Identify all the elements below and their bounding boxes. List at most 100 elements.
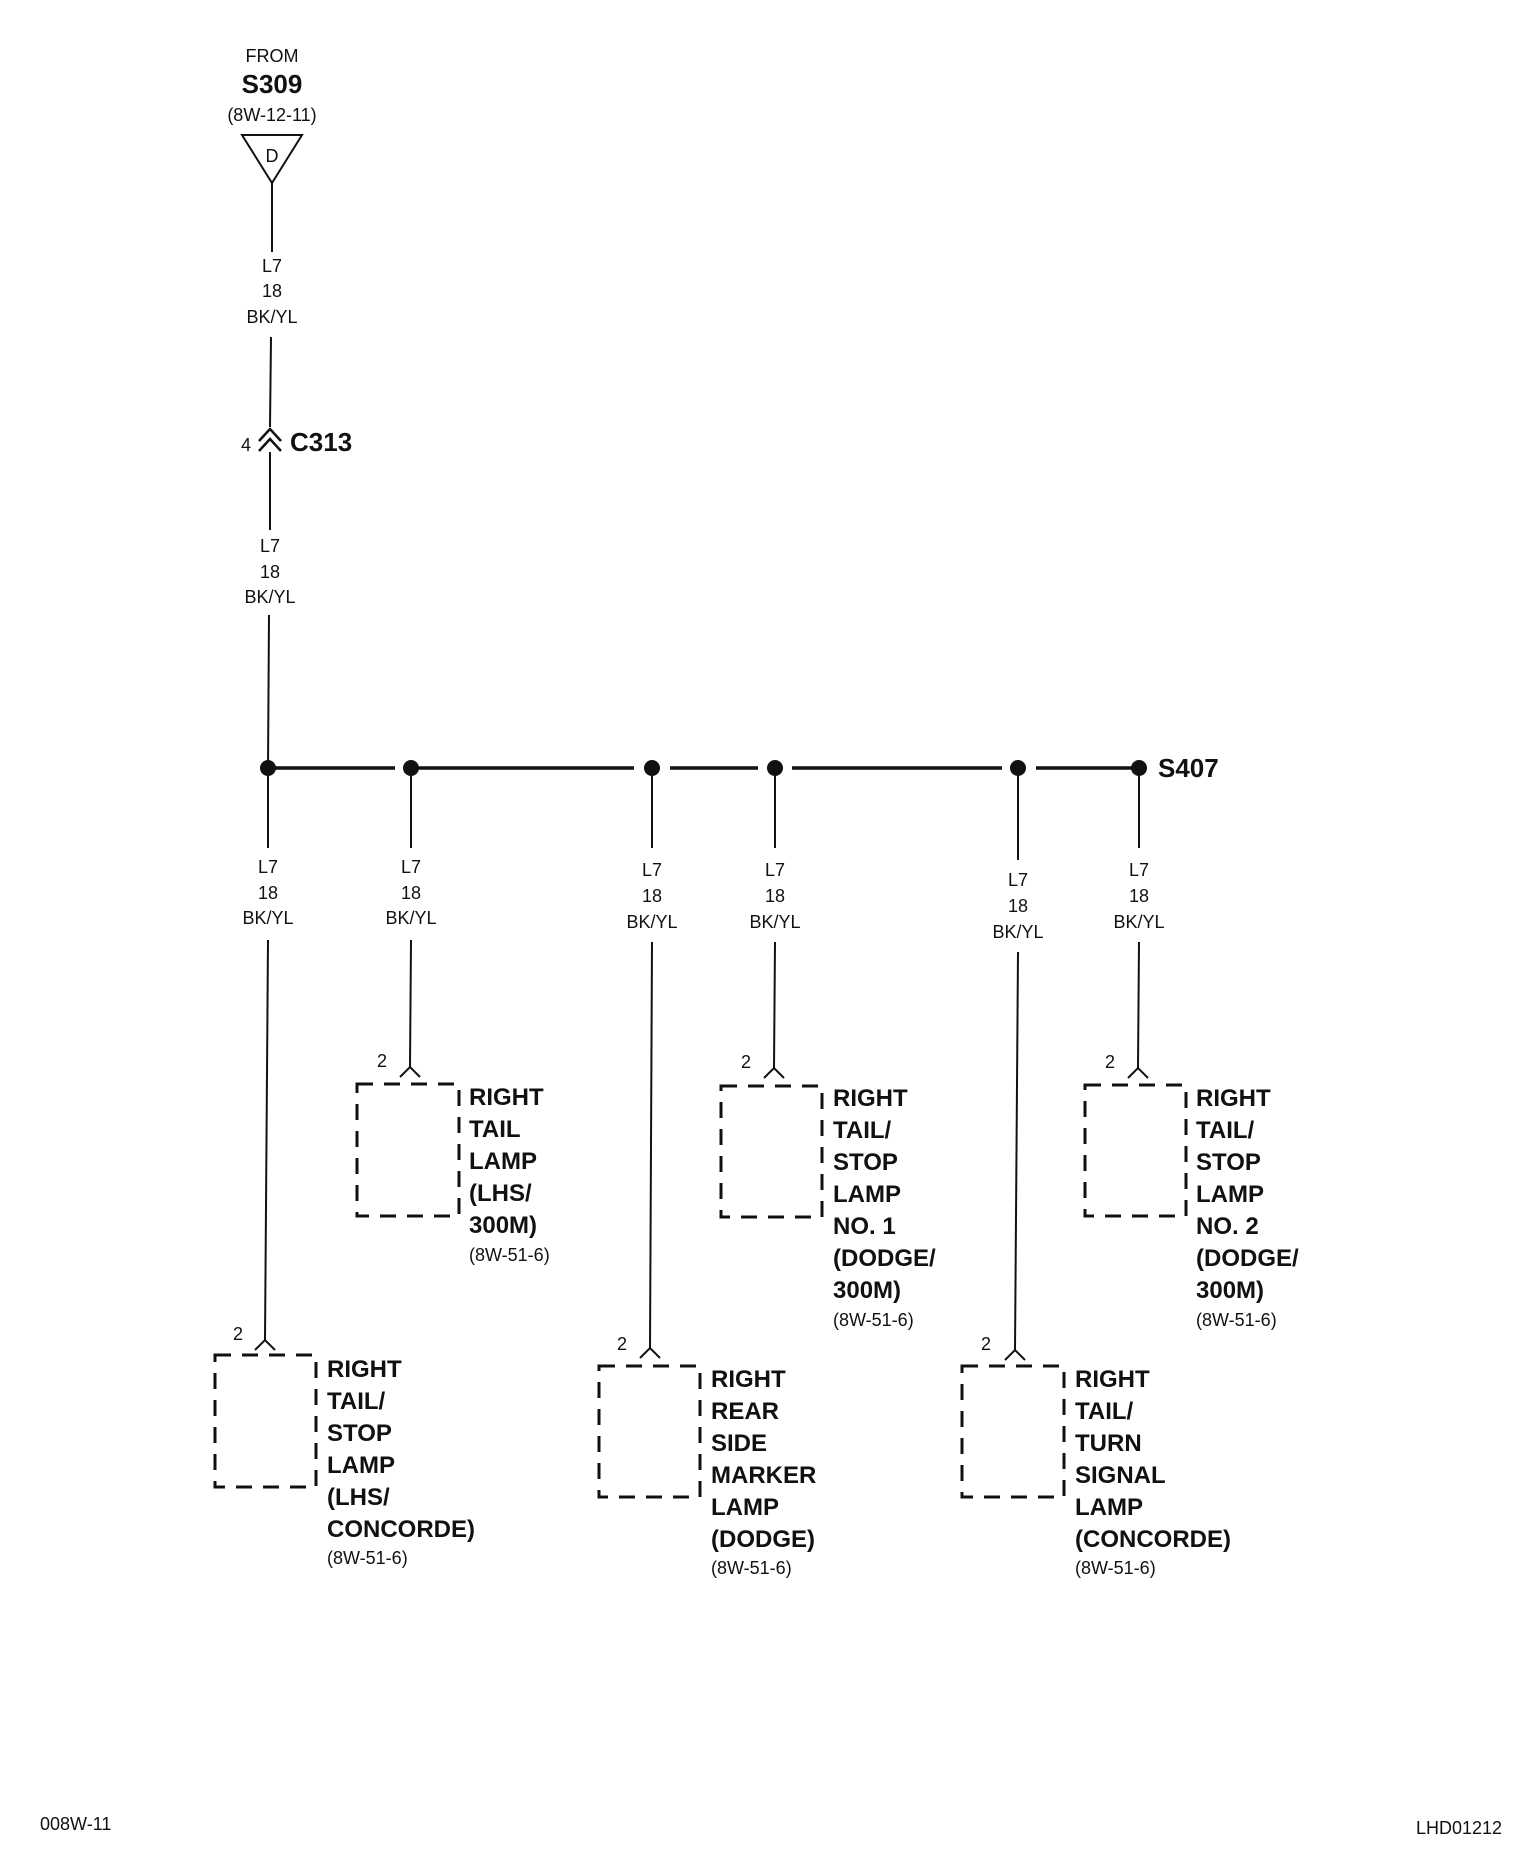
lamp-component-box	[213, 1353, 318, 1489]
wire-gauge: 18	[1129, 886, 1149, 906]
inline-connector-c313: 4 C313	[241, 427, 352, 457]
lamp-label-line: LAMP	[833, 1181, 901, 1208]
lamp-label-line: (DODGE/	[833, 1245, 936, 1272]
lamp-component-box	[1083, 1083, 1188, 1218]
footer-right-code: LHD01212	[1416, 1818, 1502, 1838]
branch-wire	[409, 939, 412, 1068]
lamp-label-line: RIGHT	[1075, 1366, 1150, 1393]
lamp-label-line: (DODGE)	[711, 1526, 815, 1553]
branch-wire	[1014, 951, 1019, 1351]
trunk-wire-mid	[269, 336, 272, 428]
lamp-component-box	[960, 1364, 1066, 1499]
wire-color: BK/YL	[992, 922, 1043, 942]
lamp-label-line: RIGHT	[327, 1356, 402, 1383]
branch-wire	[264, 939, 269, 1341]
lamp-label-line: STOP	[1196, 1149, 1261, 1176]
lamp-component-box	[719, 1084, 824, 1219]
branch-tail-turn-signal-lamp-concorde: L7 18 BK/YL 2 RIGHT TAIL/ TURN SIGNAL LA…	[960, 776, 1231, 1578]
lamp-ref: (8W-51-6)	[1075, 1558, 1156, 1578]
wire-gauge: 18	[765, 886, 785, 906]
splice-dot	[644, 760, 660, 776]
wire-color: BK/YL	[244, 587, 295, 607]
wire-circuit: L7	[1008, 870, 1028, 890]
branch-wire	[649, 941, 653, 1349]
lamp-label-line: RIGHT	[711, 1366, 786, 1393]
wire-circuit: L7	[258, 857, 278, 877]
lamp-label-line: (DODGE/	[1196, 1245, 1299, 1272]
wire-color: BK/YL	[242, 908, 293, 928]
wire-color: BK/YL	[749, 912, 800, 932]
connector-pin-chevron-icon	[399, 1065, 421, 1078]
lamp-label-line: RIGHT	[833, 1085, 908, 1112]
lamp-ref: (8W-51-6)	[327, 1548, 408, 1568]
connector-pin-chevron-icon	[254, 1338, 276, 1351]
splice-dot	[260, 760, 276, 776]
lamp-label-line: LAMP	[469, 1148, 537, 1175]
lamp-label-line: SIDE	[711, 1430, 767, 1457]
lamp-label-line: CONCORDE)	[327, 1516, 475, 1543]
lamp-label-line: TAIL/	[833, 1117, 892, 1144]
lamp-ref: (8W-51-6)	[469, 1245, 550, 1265]
branch-wire	[1137, 941, 1140, 1069]
lamp-label-line: (CONCORDE)	[1075, 1526, 1231, 1553]
connector-pin-chevron-icon	[639, 1346, 661, 1359]
lamp-label-line: TAIL	[469, 1116, 521, 1143]
lamp-label-line: TAIL/	[1075, 1398, 1134, 1425]
wire-circuit: L7	[765, 860, 785, 880]
lamp-component-box	[597, 1364, 702, 1499]
lamp-label-line: TAIL/	[1196, 1117, 1255, 1144]
from-label: FROM	[246, 46, 299, 66]
lamp-label-line: MARKER	[711, 1462, 816, 1489]
lamp-label-line: RIGHT	[469, 1084, 544, 1111]
lamp-label-line: LAMP	[711, 1494, 779, 1521]
inline-connector-chevron-icon	[258, 427, 282, 452]
branch-tail-stop-lamp-lhs-concorde: L7 18 BK/YL 2 RIGHT TAIL/ STOP LAMP (LHS…	[213, 776, 475, 1568]
lamp-label-line: TAIL/	[327, 1388, 386, 1415]
lamp-label-line: 300M)	[1196, 1277, 1264, 1304]
source-connector-triangle-icon	[240, 134, 304, 185]
wire-color: BK/YL	[1113, 912, 1164, 932]
connector-pin: 2	[617, 1334, 627, 1354]
lamp-label-line: STOP	[833, 1149, 898, 1176]
lamp-label-line: RIGHT	[1196, 1085, 1271, 1112]
trunk-wire-bottom	[267, 614, 270, 769]
wire-circuit: L7	[1129, 860, 1149, 880]
splice-dot	[1131, 760, 1147, 776]
connector-pin: 2	[741, 1052, 751, 1072]
connector-pin: 2	[1105, 1052, 1115, 1072]
footer-left-code: 008W-11	[40, 1814, 111, 1834]
lamp-ref: (8W-51-6)	[833, 1310, 914, 1330]
wire-circuit: L7	[262, 256, 282, 276]
bus-splice-name: S407	[1158, 753, 1219, 783]
lamp-label-line: LAMP	[1196, 1181, 1264, 1208]
splice-bus-s407: S407	[260, 753, 1219, 783]
lamp-ref: (8W-51-6)	[1196, 1310, 1277, 1330]
splice-dot	[403, 760, 419, 776]
lamp-ref: (8W-51-6)	[711, 1558, 792, 1578]
trunk-wire-label-1: L7 18 BK/YL	[246, 256, 297, 327]
wire-gauge: 18	[262, 281, 282, 301]
source-ref: (8W-12-11)	[227, 105, 316, 125]
wire-color: BK/YL	[385, 908, 436, 928]
connector-pin-chevron-icon	[1127, 1066, 1149, 1079]
lamp-label-line: NO. 2	[1196, 1213, 1259, 1240]
source-connector-letter: D	[266, 146, 279, 166]
lamp-label-line: STOP	[327, 1420, 392, 1447]
connector-pin: 2	[981, 1334, 991, 1354]
connector-pin-chevron-icon	[763, 1066, 785, 1079]
branch-tail-stop-lamp-no1-dodge-300m: L7 18 BK/YL 2 RIGHT TAIL/ STOP LAMP NO. …	[719, 776, 936, 1330]
lamp-component-box	[355, 1082, 461, 1218]
wire-gauge: 18	[1008, 896, 1028, 916]
trunk-wire-label-2: L7 18 BK/YL	[244, 536, 295, 607]
wire-gauge: 18	[258, 883, 278, 903]
lamp-label-line: NO. 1	[833, 1213, 896, 1240]
inline-connector-name: C313	[290, 427, 352, 457]
wire-circuit: L7	[260, 536, 280, 556]
wire-color: BK/YL	[626, 912, 677, 932]
connector-pin: 2	[233, 1324, 243, 1344]
lamp-label-line: 300M)	[833, 1277, 901, 1304]
lamp-label-line: LAMP	[327, 1452, 395, 1479]
branch-rear-side-marker-lamp-dodge: L7 18 BK/YL 2 RIGHT REAR SIDE MARKER LAM…	[597, 776, 816, 1578]
lamp-label-line: REAR	[711, 1398, 779, 1425]
branch-wire	[773, 941, 776, 1069]
